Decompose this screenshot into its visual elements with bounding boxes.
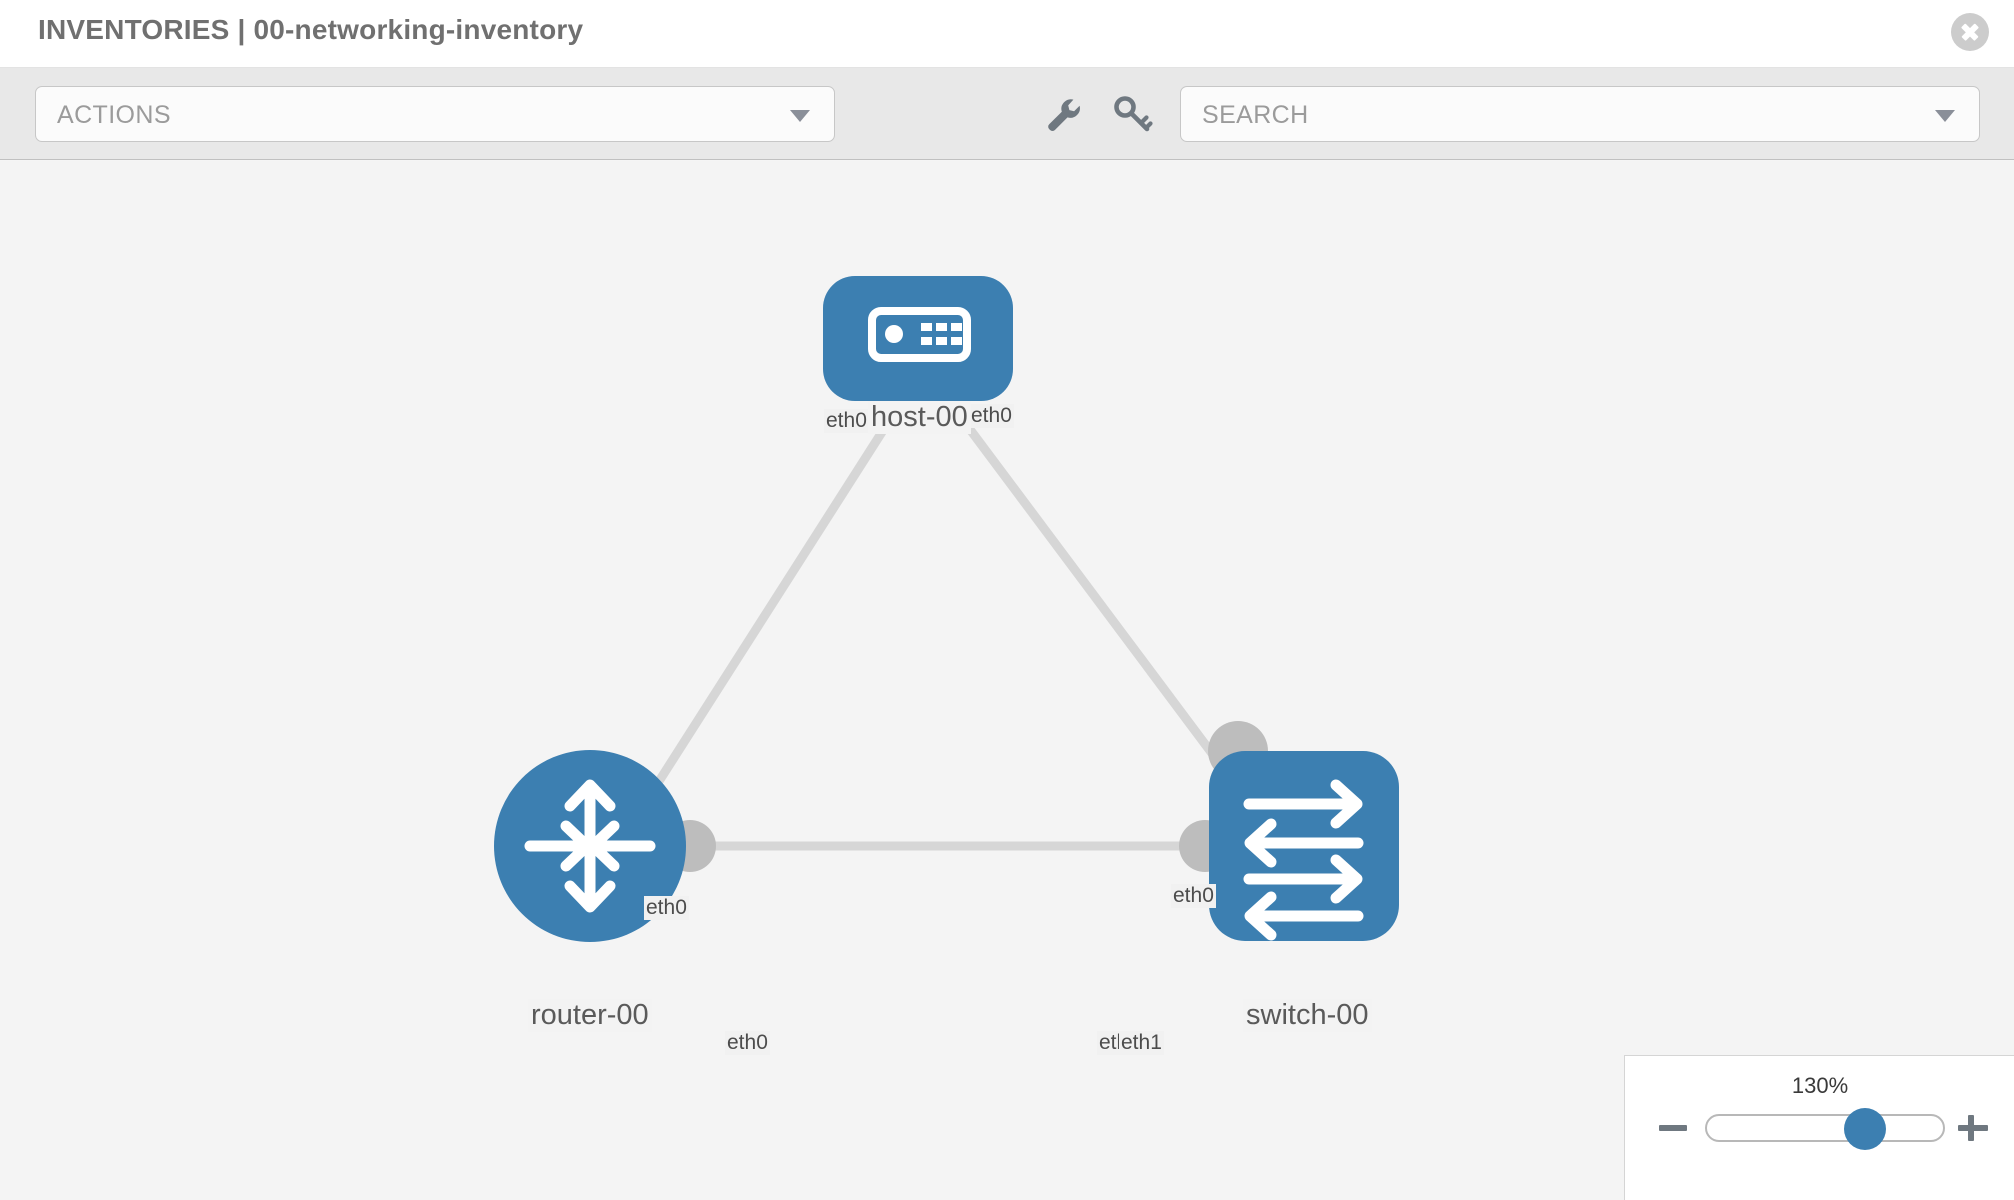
- search-placeholder: SEARCH: [1202, 101, 1309, 129]
- page-header: INVENTORIES | 00-networking-inventory: [0, 0, 2014, 68]
- node-router-00: [494, 750, 686, 942]
- zoom-percent-label: 130%: [1791, 1073, 1849, 1098]
- zoom-slider[interactable]: [1705, 1108, 1945, 1150]
- zoom-out-button[interactable]: [1657, 1111, 1691, 1145]
- router-arrows-icon: [524, 779, 656, 913]
- iface-label-router-right: eth0: [725, 1031, 770, 1055]
- link-host-router: [636, 393, 909, 814]
- iface-label-host-right: eth0: [969, 404, 1014, 428]
- page-title: INVENTORIES | 00-networking-inventory: [38, 14, 584, 45]
- switch-arrows-icon: [1243, 779, 1364, 941]
- wrench-icon[interactable]: [1040, 90, 1088, 138]
- node-label-router-00: router-00: [528, 999, 652, 1032]
- zoom-control: 130%: [1624, 1055, 2014, 1200]
- node-switch-00: [1209, 751, 1399, 941]
- actions-dropdown[interactable]: ACTIONS: [35, 86, 835, 142]
- chevron-down-icon[interactable]: [1935, 110, 1955, 122]
- close-icon[interactable]: [1951, 13, 1989, 51]
- zoom-in-button[interactable]: [1956, 1111, 1990, 1145]
- search-input[interactable]: SEARCH: [1180, 86, 1980, 142]
- chevron-down-icon: [790, 110, 810, 122]
- iface-label-switch-up: eth0: [1171, 884, 1216, 908]
- actions-dropdown-label: ACTIONS: [57, 101, 171, 129]
- iface-label-host-left: eth0: [824, 409, 869, 433]
- server-device-icon: [868, 307, 971, 362]
- zoom-slider-thumb[interactable]: [1844, 1108, 1886, 1150]
- node-label-switch-00: switch-00: [1243, 999, 1372, 1032]
- iface-label-router-up: eth0: [644, 896, 689, 920]
- key-icon[interactable]: [1108, 90, 1156, 138]
- iface-label-switch-left-b: eth1: [1119, 1031, 1164, 1055]
- node-label-host-00: host-00: [868, 401, 971, 434]
- topology-canvas[interactable]: eth0 eth0 eth0 eth0 eth0 eth eth1 host-0…: [0, 161, 2014, 1200]
- link-host-switch: [941, 393, 1259, 814]
- toolbar: ACTIONS SEARCH: [0, 68, 2014, 160]
- topology-graph: [494, 276, 1399, 942]
- node-host-00: [823, 276, 1013, 401]
